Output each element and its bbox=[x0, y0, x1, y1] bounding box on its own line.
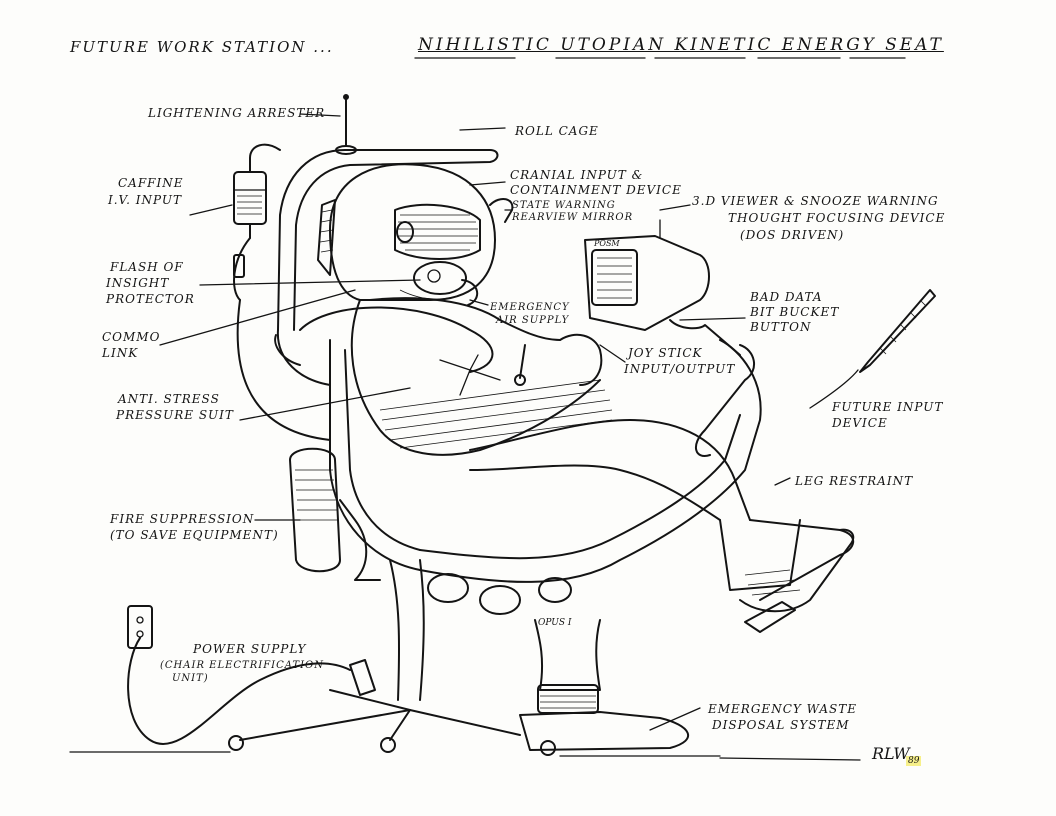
label-bad-data-line3: BUTTON bbox=[750, 320, 812, 334]
viewer-monitor bbox=[584, 235, 741, 356]
label-power-line3: UNIT) bbox=[172, 673, 209, 684]
legs bbox=[469, 419, 855, 601]
label-flash-line3: PROTECTOR bbox=[106, 292, 195, 306]
label-waste-line1: EMERGENCY WASTE bbox=[708, 702, 857, 716]
base-tag: OPUS I bbox=[538, 618, 572, 628]
label-suit-line2: PRESSURE SUIT bbox=[116, 408, 234, 422]
header-left-caption: FUTURE WORK STATION ... bbox=[70, 38, 334, 56]
page-title: NIHILISTIC UTOPIAN KINETIC ENERGY SEAT bbox=[418, 35, 944, 55]
label-mirror-line2: REARVIEW MIRROR bbox=[512, 212, 634, 223]
arm-joystick bbox=[514, 333, 603, 386]
iv-drip-bag bbox=[233, 143, 331, 441]
label-power-line1: POWER SUPPLY bbox=[193, 642, 307, 656]
label-waste-line2: DISPOSAL SYSTEM bbox=[712, 718, 850, 732]
power-cord bbox=[127, 605, 376, 745]
label-fire-line1: FIRE SUPPRESSION bbox=[110, 512, 255, 526]
label-comms-line2: LINK bbox=[102, 346, 139, 360]
label-air-line1: EMERGENCY bbox=[490, 302, 570, 313]
leader-lines bbox=[159, 113, 859, 731]
label-bad-data-line1: BAD DATA bbox=[750, 290, 823, 304]
label-future-input-line2: DEVICE bbox=[832, 416, 888, 430]
label-air-line2: AIR SUPPLY bbox=[496, 315, 570, 326]
label-viewer-line3: (DOS DRIVEN) bbox=[740, 228, 845, 242]
foot-plate bbox=[739, 528, 855, 633]
signature-year: 89 bbox=[906, 756, 922, 766]
label-cranial-line1: CRANIAL INPUT & bbox=[510, 168, 644, 182]
label-joystick-line2: INPUT/OUTPUT bbox=[624, 362, 736, 376]
lightning-arrester-antenna bbox=[335, 94, 357, 155]
label-power-line2: (CHAIR ELECTRIFICATION bbox=[160, 660, 324, 671]
base-casters bbox=[228, 689, 556, 756]
label-lightning-arrester: LIGHTENING ARRESTER bbox=[148, 106, 326, 120]
seat-frame bbox=[299, 306, 762, 583]
cranial-helmet bbox=[317, 163, 514, 301]
roll-cage bbox=[274, 149, 499, 386]
label-viewer-line2: THOUGHT FOCUSING DEVICE bbox=[728, 211, 946, 225]
fire-extinguisher bbox=[289, 447, 381, 581]
label-roll-cage: ROLL CAGE bbox=[515, 124, 599, 138]
monitor-tag: POSM bbox=[594, 239, 620, 248]
future-input-device bbox=[859, 289, 936, 373]
pressure-suit-body bbox=[350, 297, 613, 456]
label-cranial-line2: CONTAINMENT DEVICE bbox=[510, 183, 682, 197]
label-comms-line1: COMMO bbox=[102, 330, 161, 344]
label-caffeine-line2: I.V. INPUT bbox=[108, 193, 182, 207]
label-bad-data-line2: BIT BUCKET bbox=[750, 305, 840, 319]
artist-signature: RLW bbox=[872, 744, 910, 763]
label-viewer-line1: 3.D VIEWER & SNOOZE WARNING bbox=[692, 194, 939, 208]
label-joystick-line1: JOY STICK bbox=[628, 346, 703, 360]
floor-line bbox=[69, 751, 861, 761]
label-flash-line2: INSIGHT bbox=[106, 276, 170, 290]
label-caffeine-line1: CAFFINE bbox=[118, 176, 184, 190]
label-fire-line2: (TO SAVE EQUIPMENT) bbox=[110, 528, 279, 542]
seat-base bbox=[389, 559, 690, 751]
label-leg-restraint: LEG RESTRAINT bbox=[795, 474, 914, 488]
label-suit-line1: ANTI. STRESS bbox=[118, 392, 220, 406]
label-flash-line1: FLASH OF bbox=[110, 260, 184, 274]
label-mirror-line1: STATE WARNING bbox=[512, 200, 616, 211]
label-future-input-line1: FUTURE INPUT bbox=[832, 400, 944, 414]
